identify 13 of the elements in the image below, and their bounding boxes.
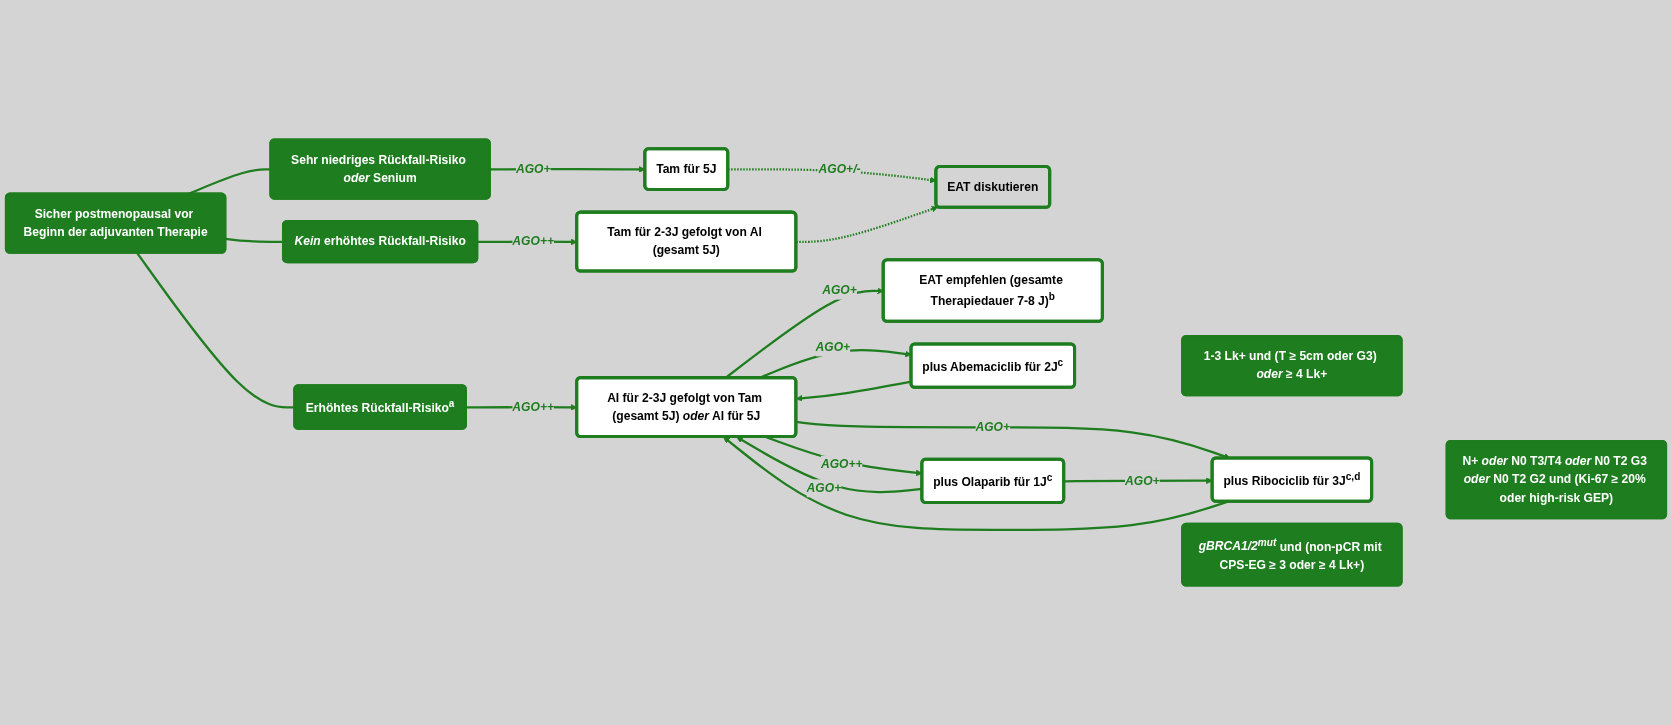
edge-label: AGO+ [1125,474,1160,487]
edge-label: AGO++ [820,457,863,471]
connector [136,252,295,409]
edge-label: AGO+ [515,162,551,176]
edge-label: AGO+ [975,420,1011,434]
edge-label: AGO+ [822,283,857,297]
arrow [796,205,939,244]
edge-label: AGO++ [512,234,555,248]
edge-label: AGO++ [512,400,555,414]
edge-label: AGO+ [815,340,851,354]
edge-label: AGO+/- [818,162,861,176]
connector [225,237,284,244]
edge-label: AGO+ [806,481,842,495]
